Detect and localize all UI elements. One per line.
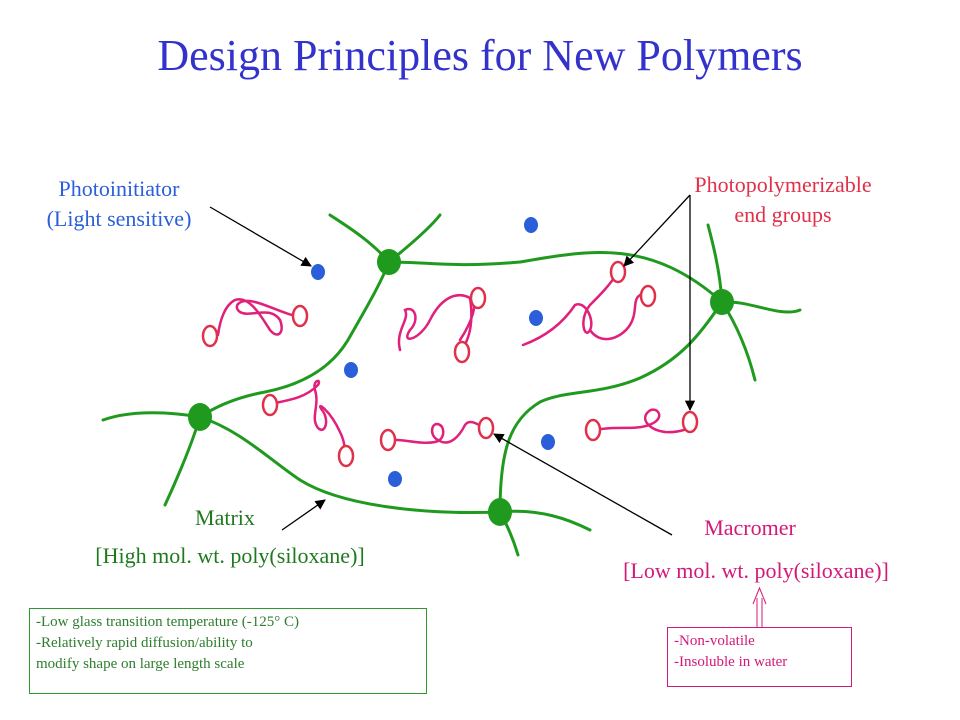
end-groups	[201, 260, 699, 468]
photoinitiator-dot	[541, 434, 555, 450]
crosslink-node	[188, 403, 212, 431]
matrix-strand	[198, 260, 391, 419]
macromer-properties-box: -Non-volatile -Insoluble in water	[667, 627, 852, 687]
end-group-ring	[681, 410, 699, 434]
matrix-strand	[387, 251, 724, 304]
arrow-end-group-1	[623, 194, 691, 267]
page-title: Design Principles for New Polymers	[157, 31, 803, 80]
end-group-ring	[201, 324, 219, 348]
crosslink-junctions	[188, 249, 734, 526]
matrix-subtitle: [High mol. wt. poly(siloxane)]	[95, 543, 365, 568]
end-group-ring	[609, 260, 627, 284]
crosslink-node	[710, 289, 734, 315]
arrow-photoinitiator	[209, 206, 312, 267]
end-group-ring	[639, 284, 657, 308]
end-group-ring	[469, 286, 487, 310]
matrix-strand	[498, 300, 724, 514]
matrix-strand	[498, 509, 592, 532]
arrow-macromer	[493, 433, 673, 536]
end-group-ring	[291, 304, 309, 328]
macromer-label: Macromer	[704, 515, 796, 540]
photoinitiator-dot	[529, 310, 543, 326]
matrix-property: -Relatively rapid diffusion/ability to	[36, 635, 253, 651]
matrix-properties-box: -Low glass transition temperature (-125°…	[29, 608, 427, 694]
end-groups-label-line2: end groups	[734, 202, 832, 227]
photoinitiator-label: Photoinitiator (Light sensitive)	[6, 174, 232, 234]
matrix-strand	[163, 415, 202, 507]
photoinitiator-dot	[524, 217, 538, 233]
end-group-ring	[261, 393, 279, 417]
matrix-strand	[101, 411, 202, 422]
macromer-chains	[216, 270, 697, 457]
macromer-chain	[593, 408, 697, 434]
macromer-property: -Non-volatile	[674, 633, 755, 649]
photoinitiator-dot	[311, 264, 325, 280]
photoinitiator-label-line2: (Light sensitive)	[46, 206, 192, 231]
matrix-property: modify shape on large length scale	[36, 656, 245, 672]
end-groups-label-line1: Photopolymerizable	[694, 172, 872, 197]
macromer-box-arrow	[752, 586, 767, 627]
photoinitiator-dot	[344, 362, 358, 378]
macromer-chain	[588, 293, 642, 341]
end-group-ring	[379, 428, 397, 452]
end-group-ring	[337, 444, 355, 468]
macromer-property: -Insoluble in water	[674, 654, 788, 670]
end-group-ring	[477, 416, 495, 440]
macromer-chain	[216, 298, 298, 337]
macromer-chain	[521, 270, 620, 347]
matrix-property: -Low glass transition temperature (-125°…	[36, 614, 300, 630]
crosslink-node	[377, 249, 401, 275]
end-group-ring	[453, 340, 471, 364]
photoinitiator-dot	[388, 471, 402, 487]
pointer-arrows	[209, 194, 696, 536]
photoinitiator-label-line1: Photoinitiator	[58, 176, 180, 201]
matrix-label: Matrix	[195, 505, 255, 530]
macromer-chain	[386, 420, 487, 444]
end-groups-label: Photopolymerizable end groups	[675, 170, 891, 230]
end-group-ring	[584, 418, 602, 442]
arrow-matrix	[281, 499, 326, 531]
macromer-subtitle: [Low mol. wt. poly(siloxane)]	[623, 558, 889, 583]
crosslink-node	[488, 498, 512, 526]
matrix-strand	[198, 415, 502, 515]
photoinitiators	[311, 217, 555, 487]
macromer-chain	[268, 379, 347, 457]
